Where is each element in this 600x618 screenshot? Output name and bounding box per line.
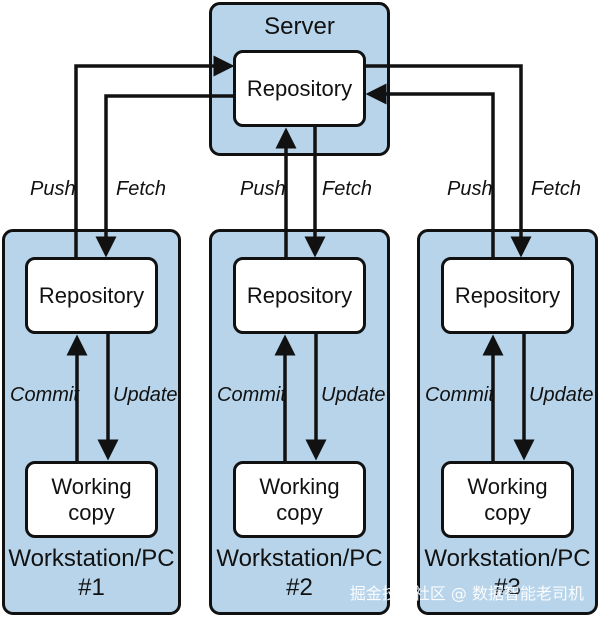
workstation-2-title: Workstation/PC #2 xyxy=(216,545,383,601)
fetch-label-ws2: Fetch xyxy=(322,178,373,200)
server-repository-node: Repository xyxy=(233,50,366,127)
fetch-arrow-ws3 xyxy=(366,64,532,258)
update-label-ws2: Update xyxy=(321,384,386,406)
push-label-ws2: Push xyxy=(240,178,286,200)
fetch-label-ws3: Fetch xyxy=(531,178,582,200)
commit-label-ws3: Commit xyxy=(425,384,494,406)
workstation-1-working-copy-node: Working copy xyxy=(25,461,158,538)
watermark: 掘金技术社区 @ 数据智能老司机 xyxy=(349,584,584,603)
workstation-1-title: Workstation/PC #1 xyxy=(8,545,175,601)
workstation-3-working-copy-node: Working copy xyxy=(441,461,574,538)
fetch-label-ws1: Fetch xyxy=(116,178,167,200)
push-arrow-ws1 xyxy=(74,55,235,258)
fetch-arrow-ws1 xyxy=(95,94,233,258)
update-label-ws3: Update xyxy=(529,384,594,406)
workstation-1-repository-node: Repository xyxy=(25,257,158,334)
commit-label-ws2: Commit xyxy=(217,384,286,406)
push-label-ws1: Push xyxy=(30,178,76,200)
workstation-3-title: Workstation/PC #3 xyxy=(424,545,591,601)
workstation-3-repository-node: Repository xyxy=(441,257,574,334)
server-title: Server xyxy=(264,13,335,40)
push-label-ws3: Push xyxy=(447,178,493,200)
update-label-ws1: Update xyxy=(113,384,178,406)
push-arrow-ws3 xyxy=(365,83,495,258)
workstation-2-repository-node: Repository xyxy=(233,257,366,334)
commit-label-ws1: Commit xyxy=(10,384,79,406)
workstation-2-working-copy-node: Working copy xyxy=(233,461,366,538)
